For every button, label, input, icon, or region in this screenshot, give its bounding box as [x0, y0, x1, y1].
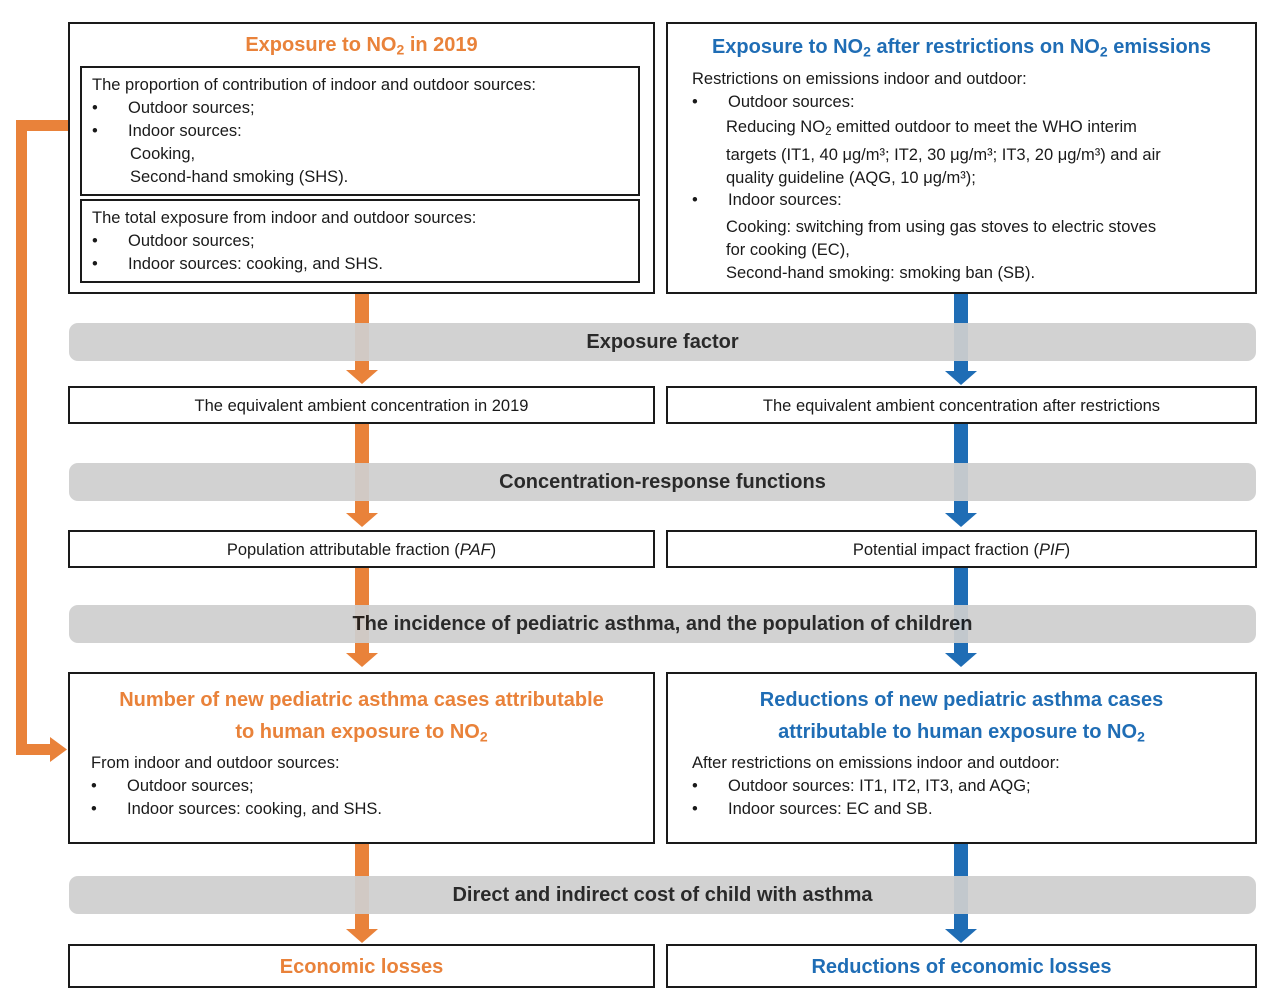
list-item: •Outdoor sources: IT1, IT2, IT3, and AQG… [692, 777, 1031, 795]
list-item: •Outdoor sources; [92, 232, 255, 250]
economic-losses-label: Economic losses [279, 956, 444, 978]
new-cases-title: Number of new pediatric asthma cases att… [119, 689, 604, 745]
pif-box: Potential impact fraction (PIF) [666, 530, 1257, 568]
list-item: •Indoor sources: cooking, and SHS. [91, 800, 382, 818]
concentration-restrictions-box: The equivalent ambient concentration aft… [666, 386, 1257, 424]
band-exposure-factor: Exposure factor [69, 323, 1256, 361]
contribution-heading: The proportion of contribution of indoor… [92, 76, 536, 94]
exposure-2019-title: Exposure to NO2 in 2019 [245, 34, 478, 58]
exposure-restrictions-box: Exposure to NO2 after restrictions on NO… [666, 22, 1257, 294]
indoor-text: Cooking: switching from using gas stoves… [726, 218, 1157, 282]
list-item: •Outdoor sources; [91, 777, 254, 795]
band-incidence: The incidence of pediatric asthma, and t… [69, 605, 1256, 643]
total-exposure-list: •Outdoor sources; •Indoor sources: cooki… [92, 230, 383, 276]
sub-item: Cooking, [130, 145, 196, 163]
economic-losses-box: Economic losses [68, 944, 655, 988]
contribution-list: •Outdoor sources; •Indoor sources: Cooki… [92, 97, 348, 189]
concentration-2019-label: The equivalent ambient concentration in … [194, 397, 529, 415]
total-exposure-heading: The total exposure from indoor and outdo… [92, 209, 477, 227]
concentration-restrictions-label: The equivalent ambient concentration aft… [762, 397, 1161, 415]
exposure-2019-box: Exposure to NO2 in 2019 The proportion o… [68, 22, 655, 294]
orange-loop-arrow [16, 120, 80, 762]
paf-box: Population attributable fraction (PAF) [68, 530, 655, 568]
new-cases-box: Number of new pediatric asthma cases att… [68, 672, 655, 844]
outdoor-text: Reducing NO2 emitted outdoor to meet the… [726, 118, 1161, 187]
list-item: •Indoor sources: [92, 122, 242, 140]
contribution-box: The proportion of contribution of indoor… [80, 66, 640, 196]
new-cases-list: •Outdoor sources; •Indoor sources: cooki… [91, 775, 382, 821]
reductions-economic-losses-label: Reductions of economic losses [811, 956, 1112, 978]
reduced-cases-box: Reductions of new pediatric asthma cases… [666, 672, 1257, 844]
reductions-economic-losses-box: Reductions of economic losses [666, 944, 1257, 988]
restrictions-heading: Restrictions on emissions indoor and out… [692, 70, 1027, 88]
reduced-cases-heading: After restrictions on emissions indoor a… [692, 754, 1060, 772]
indoor-label-row: •Indoor sources: [692, 191, 842, 209]
reduced-cases-list: •Outdoor sources: IT1, IT2, IT3, and AQG… [692, 775, 1031, 821]
indoor-label: Indoor sources: [728, 191, 842, 209]
sub-item: Second-hand smoking (SHS). [130, 168, 349, 186]
exposure-restrictions-title: Exposure to NO2 after restrictions on NO… [711, 36, 1212, 60]
concentration-2019-box: The equivalent ambient concentration in … [68, 386, 655, 424]
new-cases-heading: From indoor and outdoor sources: [91, 754, 340, 772]
reduced-cases-title: Reductions of new pediatric asthma cases… [759, 689, 1164, 745]
pif-label: Potential impact fraction (PIF) [852, 541, 1071, 559]
outdoor-label: Outdoor sources: [728, 93, 855, 111]
paf-label: Population attributable fraction (PAF) [226, 541, 497, 559]
list-item: •Indoor sources: EC and SB. [692, 800, 933, 818]
band-cost: Direct and indirect cost of child with a… [69, 876, 1256, 914]
outdoor-label-row: •Outdoor sources: [692, 93, 855, 111]
list-item: •Outdoor sources; [92, 99, 255, 117]
list-item: •Indoor sources: cooking, and SHS. [92, 255, 383, 273]
band-crf: Concentration-response functions [69, 463, 1256, 501]
total-exposure-box: The total exposure from indoor and outdo… [80, 199, 640, 283]
